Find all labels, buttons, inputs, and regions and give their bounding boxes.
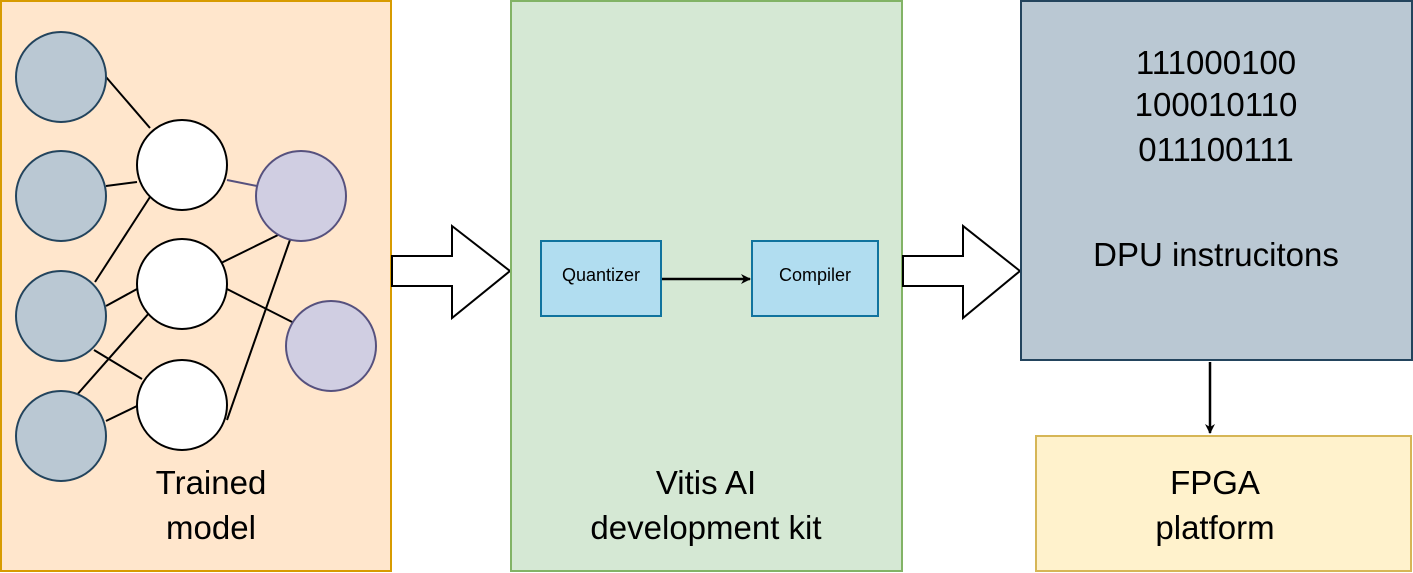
output-node bbox=[255, 150, 347, 242]
input-node bbox=[15, 270, 107, 362]
dpu-instructions-label: DPU instrucitons bbox=[1093, 236, 1339, 273]
vitis-ai-label-line1: Vitis AI bbox=[656, 464, 756, 501]
quantizer-label: Quantizer bbox=[562, 265, 640, 285]
input-node bbox=[15, 31, 107, 123]
quantizer-box bbox=[540, 240, 662, 317]
fpga-label-line1: FPGA bbox=[1170, 464, 1260, 501]
fpga-label-line2: platform bbox=[1155, 509, 1274, 546]
dpu-binary-line1: 111000100 bbox=[1136, 44, 1296, 81]
nn-connections bbox=[74, 76, 299, 422]
nn-edge bbox=[105, 76, 151, 129]
trained-model-label-line2: model bbox=[166, 509, 256, 546]
nn-edge bbox=[74, 311, 151, 398]
hidden-layer bbox=[136, 119, 228, 451]
dpu-instructions-panel: 111000100 100010110 011100111 DPU instru… bbox=[1020, 0, 1413, 361]
trained-model-panel: Trained model bbox=[0, 0, 392, 572]
vitis-ai-label-line2: development kit bbox=[590, 509, 821, 546]
nn-edge bbox=[105, 181, 138, 187]
compiler-label: Compiler bbox=[779, 265, 851, 285]
trained-model-label-line1: Trained bbox=[156, 464, 267, 501]
compiler-box bbox=[751, 240, 879, 317]
vitis-ai-panel: Quantizer Compiler Vitis AI development … bbox=[510, 0, 903, 572]
hidden-node bbox=[136, 238, 228, 330]
hidden-node bbox=[136, 359, 228, 451]
nn-edge bbox=[105, 288, 138, 307]
input-node bbox=[15, 390, 107, 482]
hidden-node bbox=[136, 119, 228, 211]
input-node bbox=[15, 150, 107, 242]
dpu-instructions-box bbox=[1020, 0, 1413, 361]
nn-edge bbox=[94, 196, 151, 283]
input-layer bbox=[15, 31, 107, 482]
block-arrow-2 bbox=[902, 223, 1022, 321]
nn-edge bbox=[226, 179, 258, 187]
nn-edge bbox=[226, 236, 292, 421]
block-arrow-1 bbox=[391, 223, 512, 321]
dpu-binary-line3: 011100111 bbox=[1138, 131, 1293, 168]
output-node bbox=[285, 300, 377, 392]
nn-edge bbox=[93, 349, 143, 380]
fpga-platform-panel: FPGA platform bbox=[1035, 435, 1412, 572]
fpga-platform-box bbox=[1035, 435, 1412, 572]
nn-edge bbox=[226, 288, 299, 326]
nn-edge bbox=[105, 405, 138, 422]
dpu-binary-line2: 100010110 bbox=[1135, 86, 1298, 123]
nn-edge bbox=[218, 234, 279, 265]
output-layer bbox=[255, 150, 377, 392]
